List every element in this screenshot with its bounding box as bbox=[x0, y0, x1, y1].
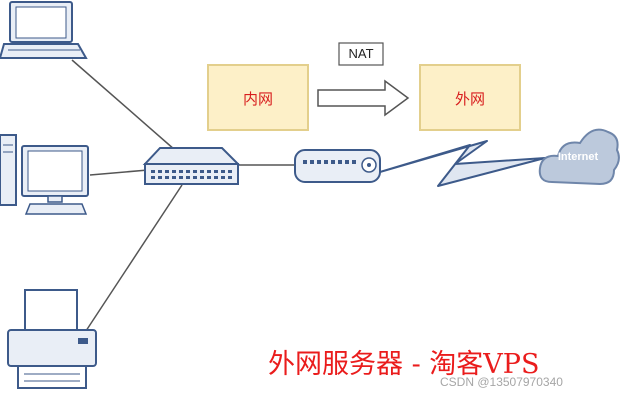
external-network-label: 外网 bbox=[454, 90, 485, 108]
lightning-icon bbox=[379, 140, 546, 187]
line-laptop-switch bbox=[71, 59, 176, 151]
nat-box bbox=[338, 42, 384, 66]
external-network-box bbox=[419, 64, 521, 131]
internal-network-box bbox=[207, 64, 309, 131]
line-printer-switch bbox=[79, 184, 183, 341]
connection-lines bbox=[71, 59, 295, 341]
switch-icon bbox=[142, 147, 241, 185]
laptop-icon bbox=[0, 1, 88, 59]
internet-label: Internet bbox=[557, 151, 599, 163]
printer-icon bbox=[7, 289, 97, 389]
desktop-icon bbox=[0, 134, 89, 215]
watermark-csdn: CSDN @13507970340 bbox=[440, 375, 563, 389]
nat-label: NAT bbox=[348, 46, 374, 61]
arrow-right-icon bbox=[317, 79, 410, 117]
watermark-title: 外网服务器 - 淘客VPS bbox=[268, 349, 540, 380]
line-desktop-switch bbox=[89, 169, 149, 176]
router-icon bbox=[294, 149, 381, 183]
internal-network-label: 内网 bbox=[242, 90, 273, 108]
cloud-icon bbox=[538, 128, 620, 186]
